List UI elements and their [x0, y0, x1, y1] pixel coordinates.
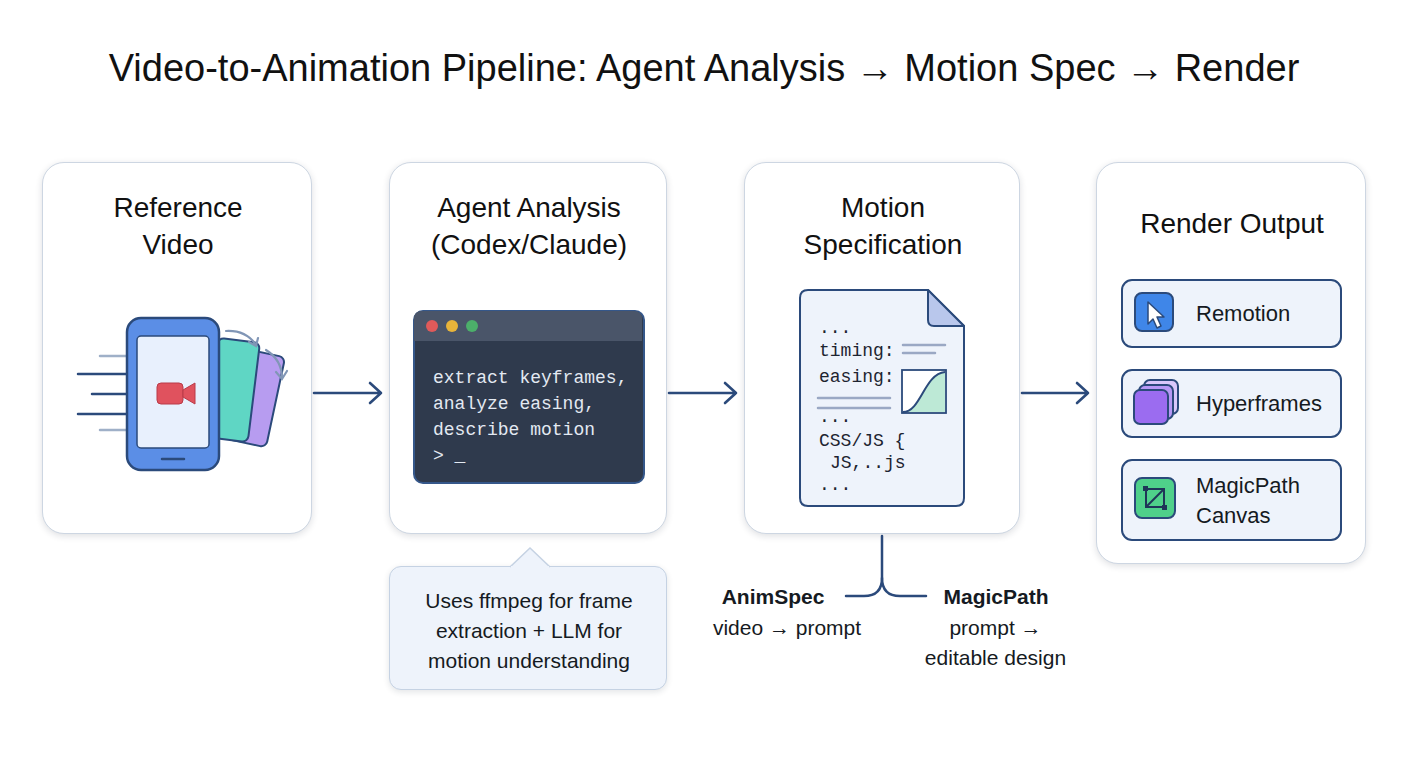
- card-title: Motion Specification: [768, 189, 998, 263]
- flow-arrow: [314, 383, 381, 403]
- renderer-name: Remotion: [1196, 299, 1336, 329]
- hyperframes-icon: [1134, 380, 1178, 424]
- stage-card: Reference Video: [42, 162, 312, 534]
- terminal-text: extract keyframes, analyze easing, descr…: [433, 365, 645, 443]
- terminal-prompt: > _: [433, 443, 533, 469]
- renderer-item: MagicPath Canvas: [1121, 459, 1342, 541]
- stage-card: Render OutputRemotionHyperframesMagicPat…: [1096, 162, 1366, 564]
- bracket-label: MagicPath: [916, 582, 1076, 612]
- spec-line: ...: [819, 406, 959, 428]
- note-callout: Uses ffmpeg for frame extraction + LLM f…: [389, 566, 667, 690]
- card-title: Agent Analysis (Codex/Claude): [409, 189, 649, 263]
- flow-arrow: [1022, 383, 1088, 403]
- remotion-icon: [1135, 293, 1173, 331]
- spec-line: CSS/JS {: [819, 430, 959, 452]
- spec-line: timing:: [819, 340, 959, 362]
- spec-line: ...: [819, 317, 959, 339]
- spec-bracket: [846, 536, 926, 596]
- note-text: Uses ffmpeg for frame extraction + LLM f…: [404, 586, 654, 676]
- flow-arrow: [669, 383, 736, 403]
- renderer-name: MagicPath Canvas: [1196, 471, 1336, 531]
- spec-line: easing:: [819, 366, 959, 388]
- renderer-item: Hyperframes: [1121, 369, 1342, 438]
- phone-illustration: [78, 318, 287, 470]
- spec-line: ...: [819, 474, 959, 496]
- card-title: Render Output: [1107, 205, 1357, 242]
- callout-tail: [510, 548, 550, 569]
- document-fold: [928, 290, 964, 326]
- document-body: [800, 290, 964, 506]
- renderer-item: Remotion: [1121, 279, 1342, 348]
- spec-decoration: [818, 345, 946, 413]
- terminal-titlebar: [414, 311, 642, 341]
- bracket-label: prompt → editable design: [918, 613, 1073, 673]
- magicpath-icon: [1135, 478, 1175, 518]
- spec-document: ...timing:easing:...CSS/JS {JS,..js...: [798, 288, 966, 508]
- bracket-label: video → prompt: [692, 613, 882, 643]
- terminal-window: extract keyframes, analyze easing, descr…: [413, 310, 645, 484]
- bracket-label: AnimSpec: [693, 582, 853, 612]
- spec-line: JS,..js: [830, 452, 960, 474]
- diagram-title: Video-to-Animation Pipeline: Agent Analy…: [0, 45, 1408, 91]
- card-title: Reference Video: [88, 189, 268, 263]
- renderer-name: Hyperframes: [1196, 389, 1336, 419]
- stage-card: Agent Analysis (Codex/Claude) extract key…: [389, 162, 667, 534]
- stage-card: Motion Specification...timing:easing:...…: [744, 162, 1020, 534]
